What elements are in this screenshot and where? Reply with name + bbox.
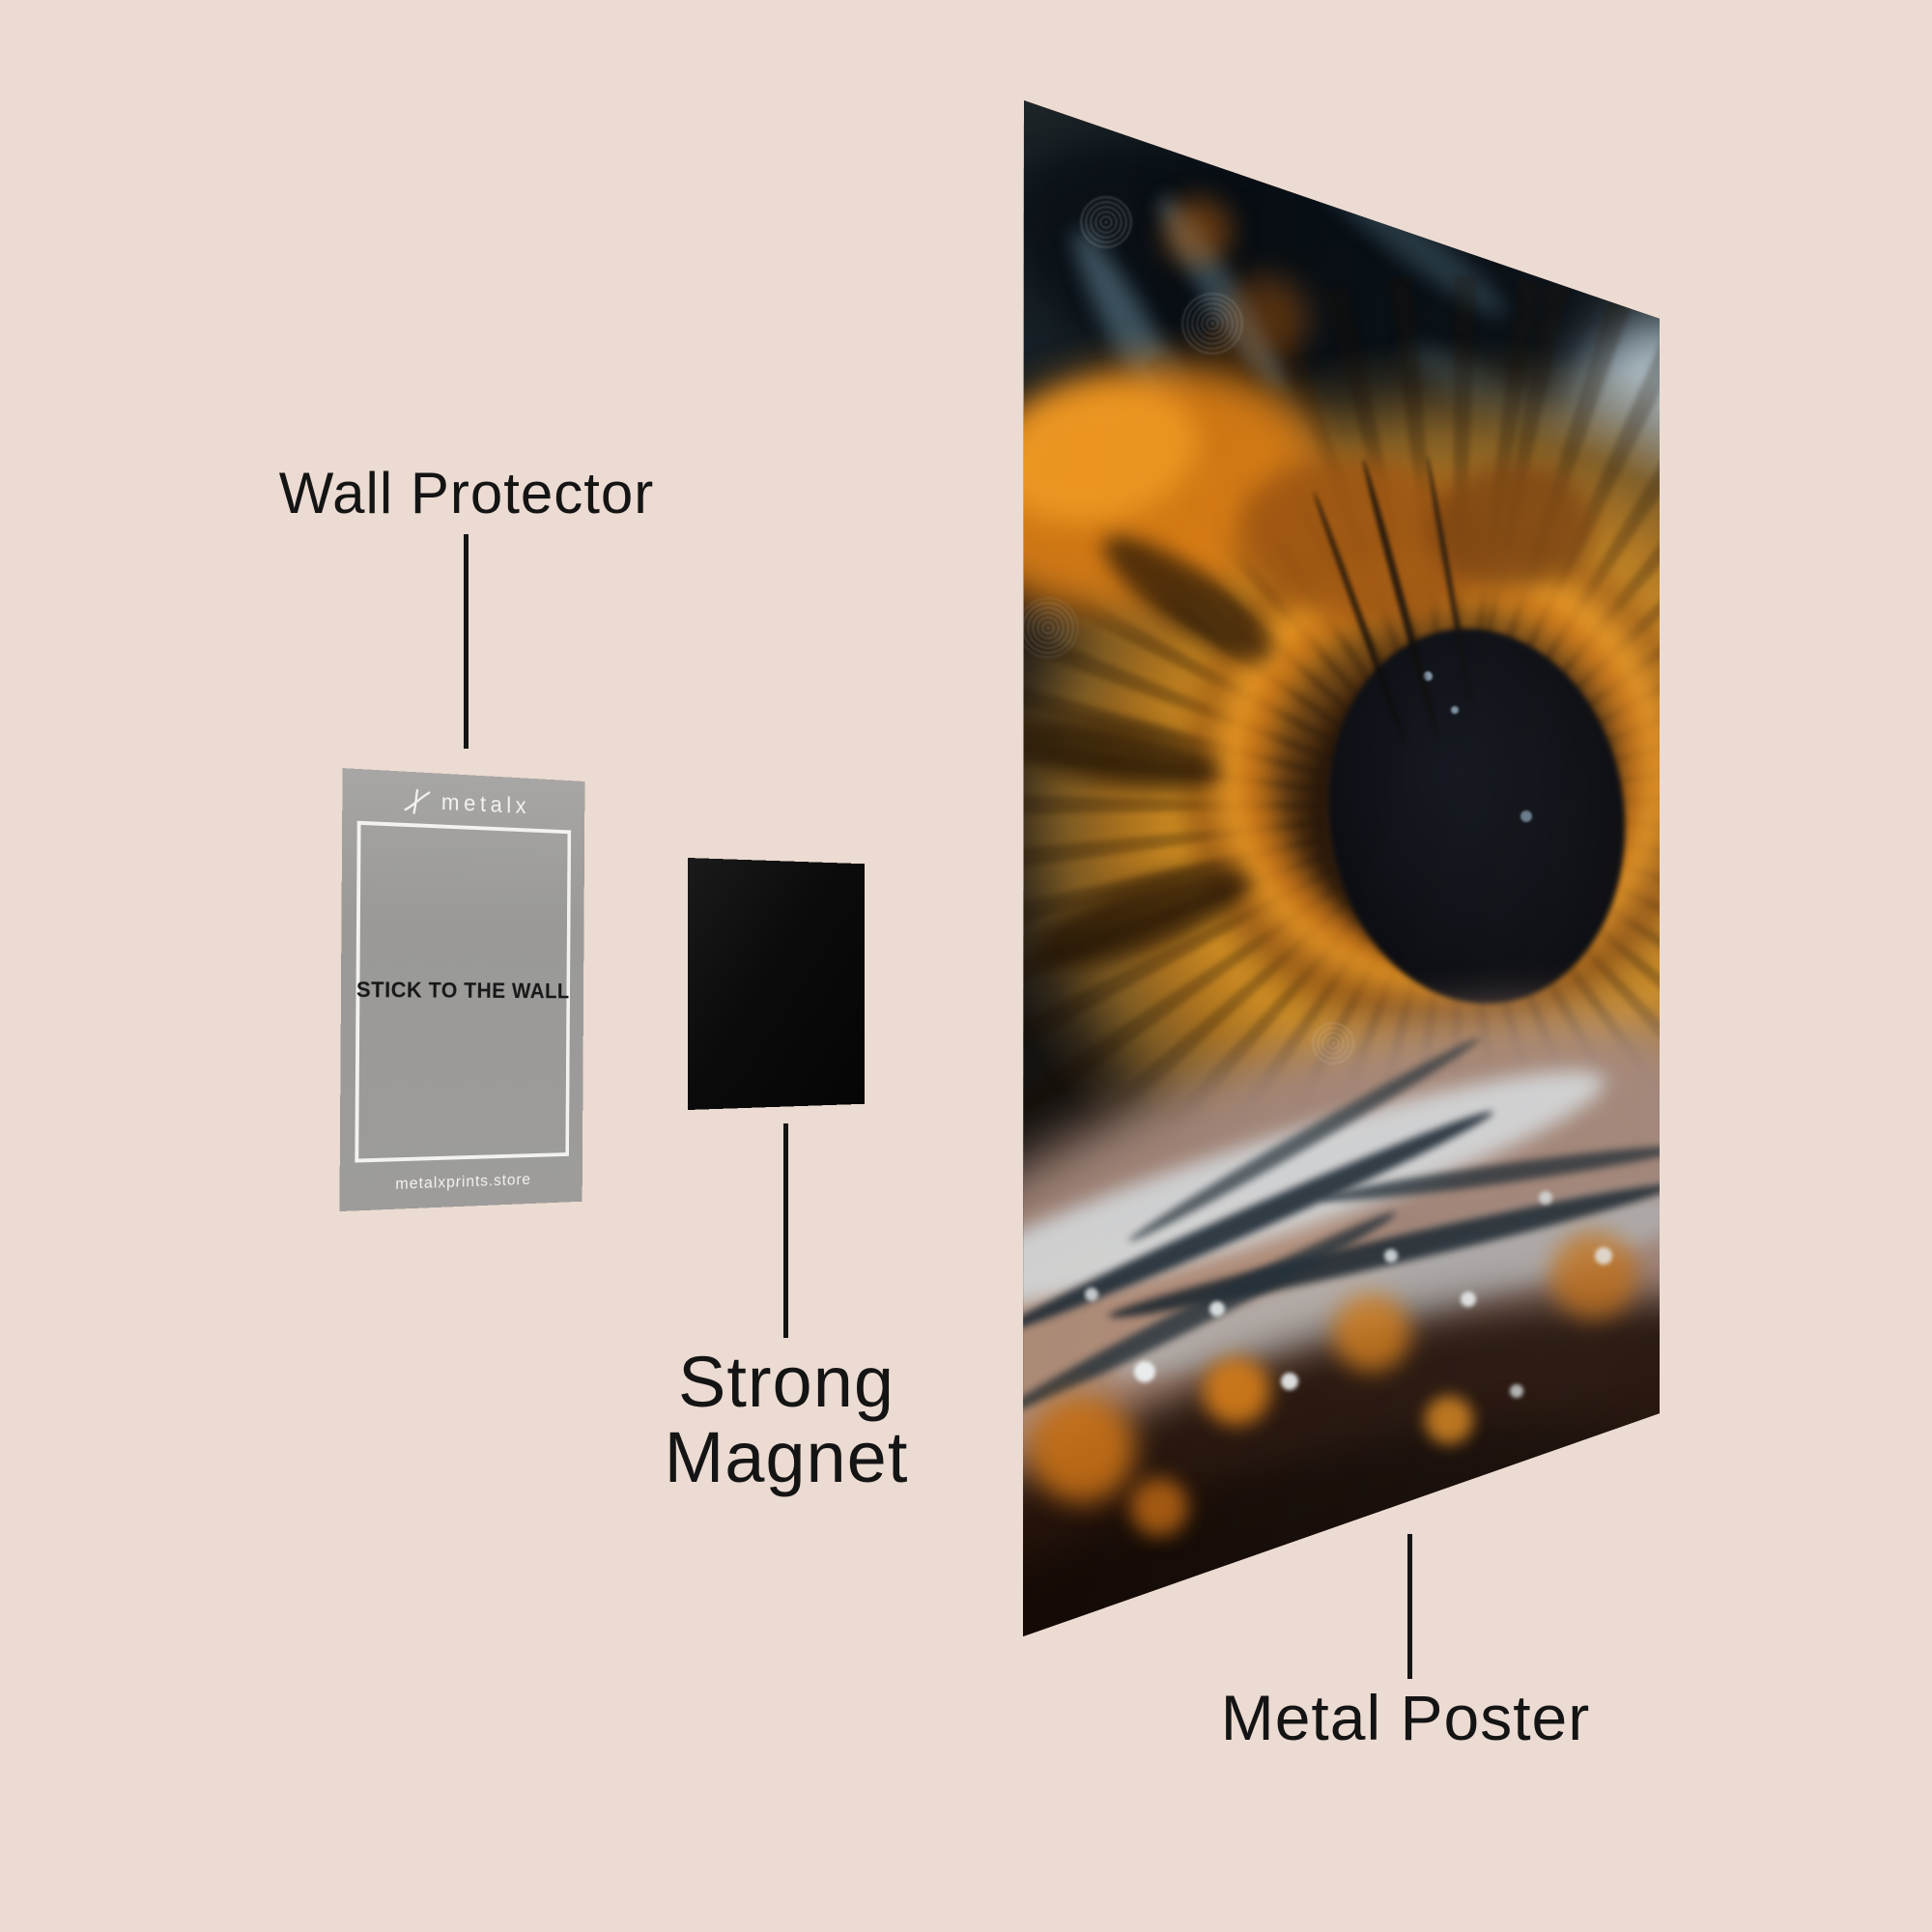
metalx-logo-text: metalx <box>440 789 531 820</box>
art-layer <box>1203 1357 1270 1425</box>
art-layer <box>1130 1478 1188 1536</box>
strong-magnet-leader-line <box>783 1123 788 1338</box>
art-layer <box>1333 1294 1410 1372</box>
metal-poster-label: Metal Poster <box>1220 1682 1591 1753</box>
strong-magnet-square <box>688 858 866 1110</box>
metalx-logo: metalx <box>342 783 584 823</box>
art-layer <box>1423 671 1433 681</box>
art-layer <box>1222 275 1309 362</box>
art-layer <box>1023 100 1660 1636</box>
wall-protector-label: Wall Protector <box>278 461 655 526</box>
art-layer <box>1029 1396 1135 1502</box>
art-layer <box>1520 810 1532 822</box>
art-layer <box>1134 1361 1155 1382</box>
art-layer <box>1023 598 1078 658</box>
metal-poster-leader-line <box>1407 1534 1412 1679</box>
metalx-logo-icon <box>401 787 432 815</box>
art-layer <box>1461 1292 1476 1307</box>
strong-magnet-label-line1: Strong <box>677 1342 895 1422</box>
store-url-text: metalxprints.store <box>395 1170 531 1193</box>
art-layer <box>1425 1396 1473 1444</box>
art-layer <box>1179 290 1246 357</box>
art-layer <box>1077 193 1135 251</box>
art-layer <box>1539 1191 1552 1205</box>
wall-protector-leader-line <box>464 534 469 749</box>
art-layer <box>1451 706 1459 714</box>
art-layer <box>1281 1373 1298 1390</box>
art-layer <box>1384 1249 1398 1263</box>
art-layer <box>1510 1384 1523 1398</box>
art-layer <box>1209 1301 1225 1317</box>
wall-protector-card: metalx STICK TO THE WALL metalxprints.st… <box>339 768 585 1212</box>
art-layer <box>1595 1247 1612 1264</box>
art-layer <box>1164 198 1232 266</box>
stick-to-wall-text: STICK TO THE WALL <box>355 977 570 1004</box>
strong-magnet-label-line2: Magnet <box>664 1417 909 1498</box>
art-layer <box>1085 1288 1098 1301</box>
strong-magnet-label: Strong Magnet <box>497 1342 1076 1498</box>
art-layer <box>1311 1021 1355 1065</box>
art-layer <box>1550 1232 1637 1319</box>
